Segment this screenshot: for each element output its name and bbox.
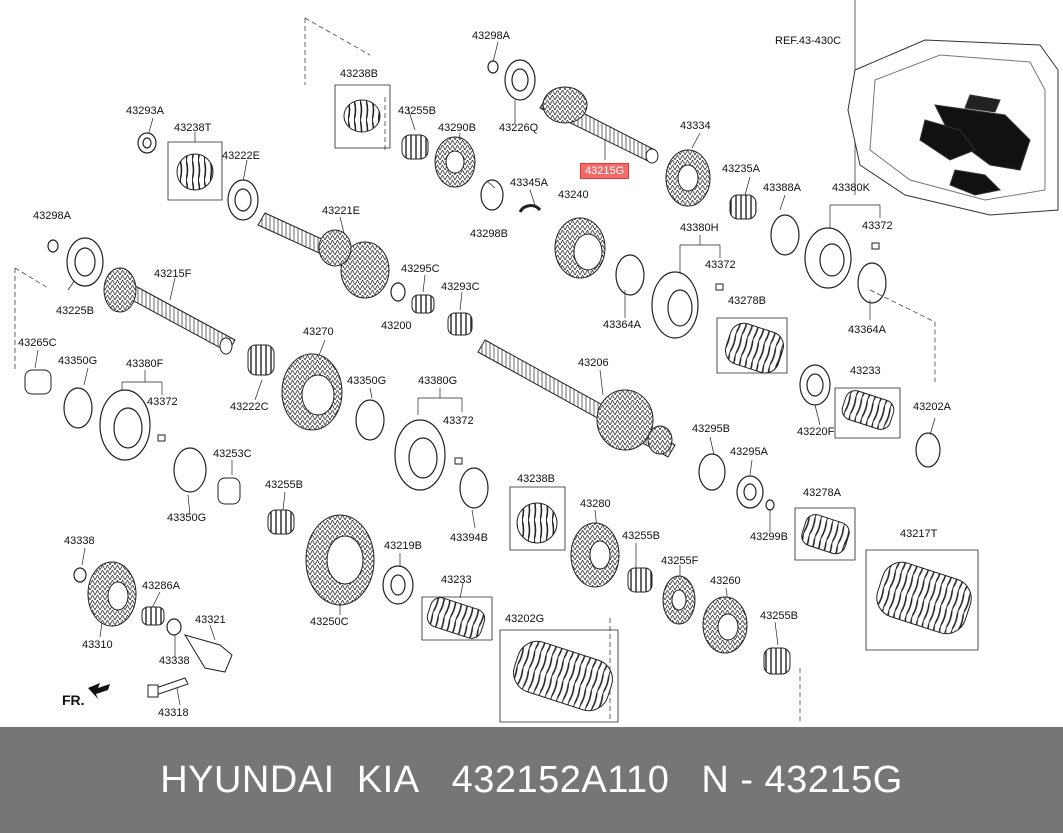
rings-and-bearings	[47, 59, 941, 636]
part-label[interactable]: 43260	[710, 575, 741, 587]
part-label[interactable]: 43295C	[401, 263, 440, 275]
part-label[interactable]: 43222C	[230, 401, 269, 413]
part-label[interactable]: 43255F	[661, 555, 699, 567]
part-label[interactable]: 43350G	[167, 512, 207, 524]
part-label[interactable]: 43225B	[56, 305, 94, 317]
part-label[interactable]: 43298B	[470, 228, 508, 240]
highlighted-part-label[interactable]: 43215G	[580, 163, 630, 179]
shift-lever	[147, 634, 233, 698]
part-label[interactable]: 43226Q	[499, 122, 539, 134]
group-boxes	[167, 84, 979, 723]
part-label[interactable]: 43364A	[603, 319, 641, 331]
part-label[interactable]: 43200	[381, 320, 412, 332]
part-label[interactable]: 43253C	[213, 448, 252, 460]
spring-sets	[176, 99, 972, 712]
part-label[interactable]: 43321	[195, 614, 226, 626]
part-label[interactable]: 43388A	[763, 182, 801, 194]
part-label[interactable]: 43295B	[692, 423, 730, 435]
part-label[interactable]: 43220F	[797, 426, 835, 438]
part-label[interactable]: 43293C	[441, 281, 480, 293]
part-label[interactable]: 43364A	[848, 324, 886, 336]
part-label[interactable]: 43380F	[126, 358, 164, 370]
part-label[interactable]: 43265C	[18, 337, 57, 349]
part-label[interactable]: 43202G	[505, 613, 545, 625]
shafts	[103, 86, 676, 458]
part-label[interactable]: 43299B	[750, 531, 788, 543]
needle-bearings	[24, 134, 791, 675]
part-label[interactable]: 43238B	[517, 473, 555, 485]
part-label[interactable]: 43372	[862, 220, 893, 232]
part-label[interactable]: 43372	[443, 415, 474, 427]
part-label[interactable]: 43350G	[347, 375, 387, 387]
part-label[interactable]: 43221E	[322, 205, 360, 217]
part-label[interactable]: 43240	[558, 189, 589, 201]
part-label[interactable]: 43350G	[58, 355, 98, 367]
front-label: FR.	[62, 692, 85, 708]
part-label[interactable]: 43380K	[832, 182, 870, 194]
part-label[interactable]: 43219B	[384, 540, 422, 552]
part-label[interactable]: 43250C	[310, 616, 349, 628]
gears	[87, 136, 748, 654]
part-label[interactable]: 43222E	[222, 150, 260, 162]
part-label[interactable]: 43278B	[728, 295, 766, 307]
part-label[interactable]: 43255B	[760, 610, 798, 622]
part-label[interactable]: 43298A	[33, 210, 71, 222]
part-label[interactable]: 43233	[441, 574, 472, 586]
part-label[interactable]: 43255B	[622, 530, 660, 542]
ref-number-text: N - 43215G	[701, 758, 903, 801]
part-label[interactable]: 43334	[680, 120, 711, 132]
part-label[interactable]: 43318	[158, 707, 189, 719]
part-number-text: 432152A110	[451, 758, 670, 801]
part-label[interactable]: 43278A	[803, 487, 841, 499]
footer-bar: HYUNDAI KIA 432152A110 N - 43215G	[0, 727, 1063, 833]
part-label[interactable]: 43238T	[174, 122, 212, 134]
dashed-guides	[14, 17, 936, 722]
part-label[interactable]: 43255B	[398, 105, 436, 117]
brand-text: HYUNDAI KIA	[160, 758, 420, 801]
part-label[interactable]: 43372	[705, 259, 736, 271]
part-label[interactable]: 43298A	[472, 30, 510, 42]
front-arrow-icon	[88, 683, 110, 699]
part-label[interactable]: 43290B	[438, 122, 476, 134]
part-label[interactable]: 43345A	[510, 177, 548, 189]
part-label[interactable]: 43238B	[340, 68, 378, 80]
part-label[interactable]: 43217T	[900, 528, 938, 540]
exploded-transmission-diagram	[14, 0, 1059, 723]
part-label[interactable]: 43310	[82, 639, 113, 651]
part-label[interactable]: 43202A	[913, 401, 951, 413]
footer-caption: HYUNDAI KIA 432152A110 N - 43215G	[0, 727, 1063, 833]
part-label[interactable]: 43233	[850, 365, 881, 377]
part-label[interactable]: 43372	[147, 396, 178, 408]
part-label[interactable]: 43206	[578, 357, 609, 369]
synchronizer-hubs	[99, 227, 852, 491]
synchronizer-keys	[157, 242, 880, 465]
part-label[interactable]: 43280	[580, 498, 611, 510]
part-label[interactable]: 43270	[303, 326, 334, 338]
reference-label: REF.43-430C	[775, 35, 842, 47]
part-label[interactable]: 43380G	[418, 375, 458, 387]
part-label[interactable]: 43338	[64, 535, 95, 547]
part-label[interactable]: 43380H	[680, 222, 719, 234]
part-label[interactable]: 43255B	[265, 479, 303, 491]
leader-lines	[34, 0, 936, 706]
part-label[interactable]: 43394B	[450, 532, 488, 544]
part-label[interactable]: 43286A	[142, 580, 180, 592]
part-label[interactable]: 43215F	[154, 268, 192, 280]
transmission-housing	[847, 39, 1059, 216]
part-label[interactable]: 43295A	[730, 446, 768, 458]
part-label[interactable]: 43235A	[722, 163, 760, 175]
part-label[interactable]: 43338	[159, 655, 190, 667]
part-label[interactable]: 43293A	[126, 105, 164, 117]
